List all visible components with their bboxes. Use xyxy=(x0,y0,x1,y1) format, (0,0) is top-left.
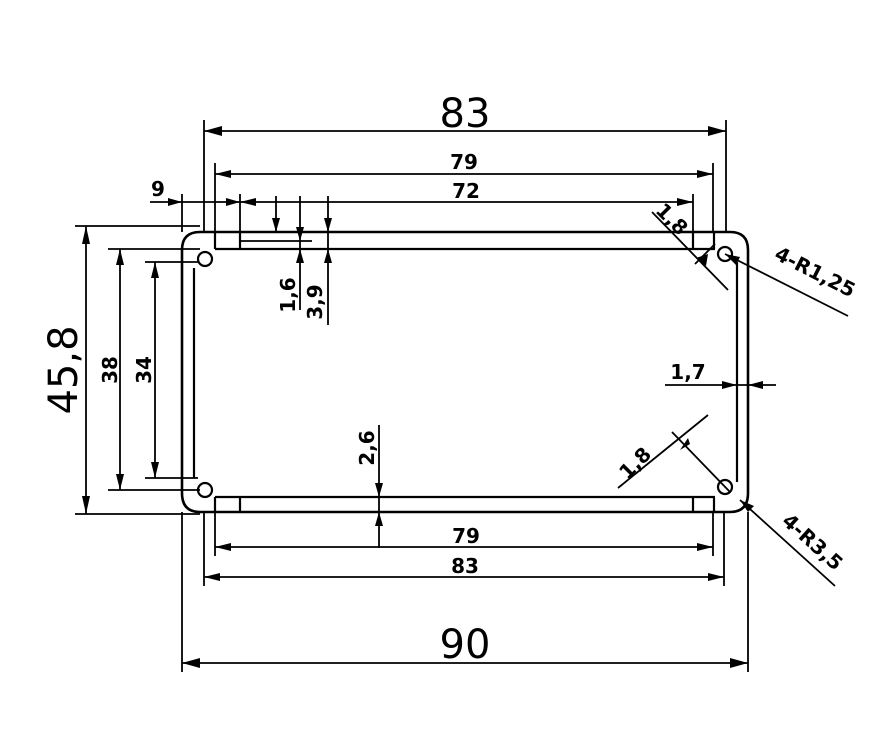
dim-bottom-thickness: 2,6 xyxy=(355,425,383,548)
dim-width-outer-top: 83 xyxy=(203,91,727,232)
dim-slot-depth: 1,6 xyxy=(215,196,340,313)
dim-width-inner-top: 79 xyxy=(214,150,714,232)
dim-width-inner-bottom: 79 xyxy=(214,512,714,556)
label-width-inner-top: 79 xyxy=(450,150,478,174)
slot-bottom-right xyxy=(691,497,716,512)
label-width-outer-bottom: 83 xyxy=(451,554,479,578)
dim-height-inner: 38 xyxy=(98,248,200,491)
dim-width-total: 90 xyxy=(181,512,749,672)
dim-height-cavity: 34 xyxy=(132,261,198,479)
dim-slot-height: 3,9 xyxy=(303,196,332,325)
screw-hole-top-right xyxy=(716,245,734,263)
screw-hole-top-left xyxy=(196,250,214,268)
label-corner-gap-bottom: 1,8 xyxy=(614,442,656,484)
label-bottom-thickness: 2,6 xyxy=(355,430,379,465)
outer-outline xyxy=(180,230,750,514)
dim-corner-radius-small: 4-R1,25 xyxy=(724,241,859,317)
profile-outline xyxy=(180,230,750,514)
label-height-inner: 38 xyxy=(98,356,122,384)
label-slot-height: 3,9 xyxy=(303,284,327,319)
screw-hole-bottom-right xyxy=(716,478,734,496)
dim-width-outer-bottom: 83 xyxy=(203,512,725,586)
label-height-total: 45,8 xyxy=(41,325,87,414)
label-corner-radius-small: 4-R1,25 xyxy=(771,241,859,302)
label-slot-depth: 1,6 xyxy=(276,277,300,312)
label-wall-thickness: 1,7 xyxy=(670,360,705,384)
screw-hole-bottom-left xyxy=(196,481,214,499)
label-width-slot-span: 72 xyxy=(452,179,480,203)
label-slot-offset: 9 xyxy=(151,177,165,201)
dim-width-slot-span: 72 xyxy=(239,179,694,249)
label-width-outer-top: 83 xyxy=(440,91,491,137)
dim-corner-radius-large: 4-R3,5 xyxy=(739,499,848,587)
label-width-total: 90 xyxy=(440,622,491,668)
label-height-cavity: 34 xyxy=(132,356,156,384)
slot-bottom-left xyxy=(213,497,242,512)
dim-height-total: 45,8 xyxy=(41,225,200,515)
dim-corner-gap-top: 1,8 xyxy=(651,198,729,291)
label-corner-gap-top: 1,8 xyxy=(651,198,693,240)
dim-corner-gap-bottom: 1,8 xyxy=(614,414,731,493)
label-width-inner-bottom: 79 xyxy=(452,524,480,548)
dim-slot-offset: 9 xyxy=(150,177,240,232)
dim-wall-thickness: 1,7 xyxy=(665,360,776,389)
slot-top-right xyxy=(691,232,716,249)
slot-top-left xyxy=(213,232,242,249)
